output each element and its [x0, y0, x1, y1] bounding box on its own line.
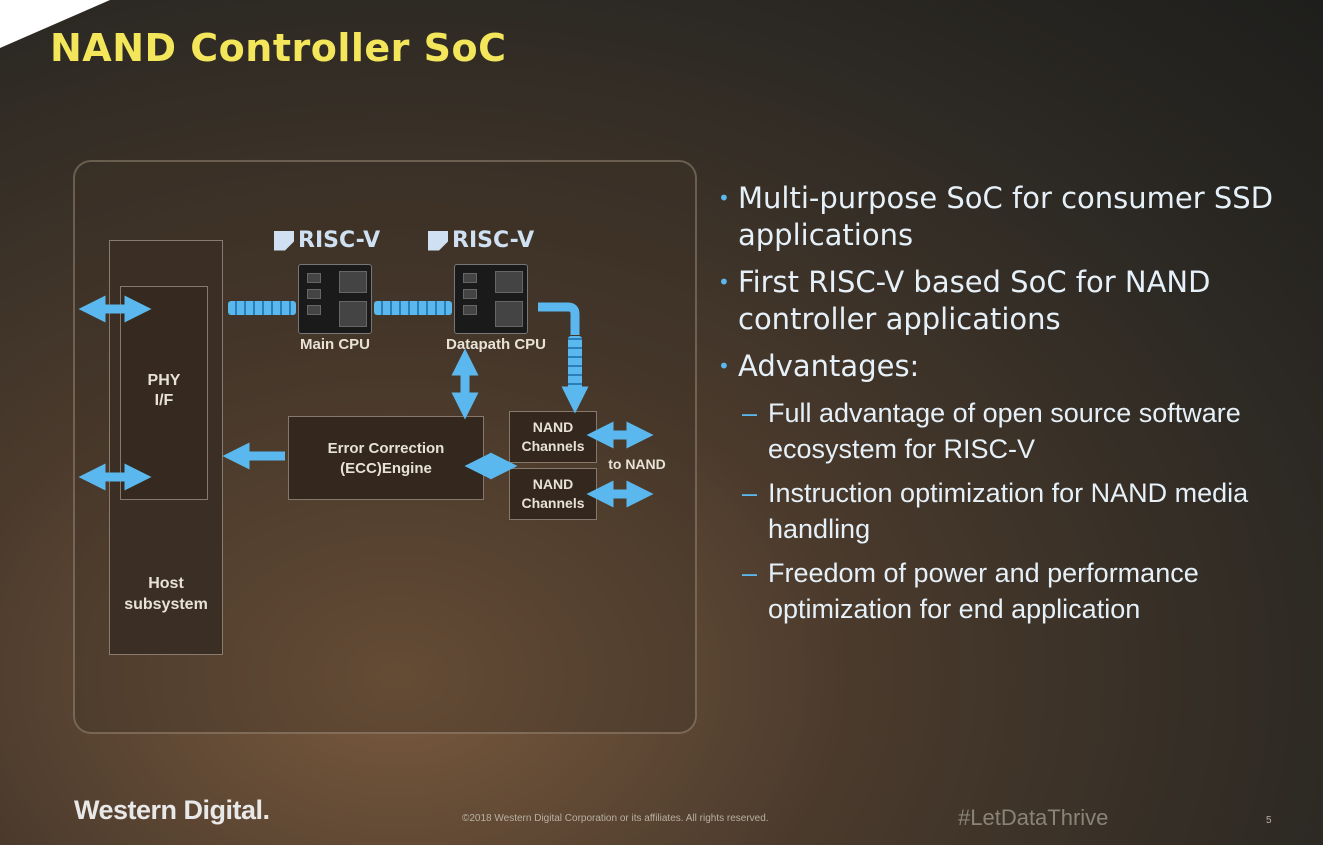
- phy-if-block: PHY I/F: [120, 286, 208, 500]
- datapath-cpu-label: Datapath CPU: [445, 336, 546, 353]
- host-label-line1: Host: [148, 575, 184, 592]
- bullet-item: • Multi-purpose SoC for consumer SSD app…: [718, 181, 1274, 252]
- riscv-logo-text: RISC-V: [298, 228, 381, 253]
- ecc-label-line1: Error Correction: [327, 440, 445, 457]
- ecc-label-line2: (ECC)Engine: [340, 460, 432, 477]
- main-datapath-pipe: [374, 301, 452, 315]
- dash-icon: –: [742, 558, 758, 588]
- phy-main-cpu-pipe: [228, 301, 296, 315]
- host-label-line2: subsystem: [124, 596, 208, 613]
- riscv-mark-icon: [274, 230, 294, 251]
- copyright-text: ©2018 Western Digital Corporation or its…: [462, 813, 769, 824]
- main-cpu-label: Main CPU: [299, 336, 370, 353]
- slide-title: NAND Controller SoC: [50, 26, 507, 70]
- phy-label-line1: PHY: [147, 372, 181, 389]
- nand1-label-line1: NAND: [532, 419, 574, 435]
- bullet-item: • Advantages:: [718, 349, 920, 383]
- datapath-nand-pipe: [568, 336, 582, 392]
- riscv-logo-datapath: RISC-V: [428, 228, 534, 253]
- bullet-dot-icon: •: [718, 270, 730, 294]
- datapath-cpu-chip: [454, 264, 528, 334]
- sub-bullet-item: – Full advantage of open source software…: [742, 395, 1308, 467]
- bullet-item: • First RISC-V based SoC for NAND contro…: [718, 265, 1211, 336]
- nand2-label-line2: Channels: [521, 495, 585, 511]
- sub-bullet-item: – Freedom of power and performance optim…: [742, 555, 1308, 627]
- to-nand-label: to NAND: [608, 456, 666, 472]
- ecc-engine-block: Error Correction (ECC)Engine: [288, 416, 484, 500]
- nand2-label-line1: NAND: [532, 476, 574, 492]
- nand1-label-line2: Channels: [521, 438, 585, 454]
- corner-flare: [0, 0, 110, 48]
- riscv-logo-text: RISC-V: [452, 228, 535, 253]
- nand-channels-block-1: NAND Channels: [509, 411, 597, 463]
- dash-icon: –: [742, 478, 758, 508]
- page-number: 5: [1266, 815, 1272, 826]
- western-digital-logo: Western Digital.: [74, 795, 270, 825]
- main-cpu-chip: [298, 264, 372, 334]
- bullet-list: • Multi-purpose SoC for consumer SSD app…: [718, 180, 1308, 635]
- riscv-logo-main: RISC-V: [274, 228, 380, 253]
- dash-icon: –: [742, 398, 758, 428]
- riscv-mark-icon: [428, 230, 448, 251]
- nand-channels-block-2: NAND Channels: [509, 468, 597, 520]
- hashtag-text: #LetDataThrive: [958, 805, 1109, 830]
- phy-label-line2: I/F: [154, 392, 174, 409]
- bullet-dot-icon: •: [718, 186, 730, 210]
- bullet-dot-icon: •: [718, 354, 730, 378]
- sub-bullet-item: – Instruction optimization for NAND medi…: [742, 475, 1308, 547]
